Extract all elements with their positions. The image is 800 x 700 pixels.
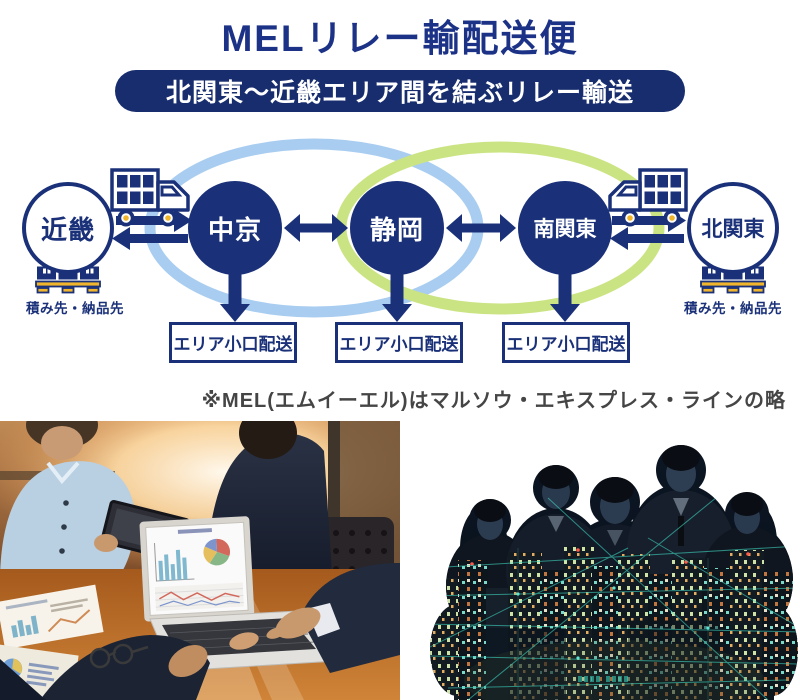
node-shizuoka: 静岡 [350,181,444,275]
arrow-minamikanto-down [550,268,580,322]
page-title: MELリレー輸配送便 [221,18,579,59]
typing-arm [229,563,400,673]
arrow-kitakanto-to-minamikanto [610,227,684,250]
node-kita-kanto: 北関東 [687,182,779,274]
node-minami-kanto-label: 南関東 [533,218,597,241]
node-chukyo-label: 中京 [207,214,262,245]
arrow-chukyo-shizuoka [284,214,348,242]
document-chart-paper [0,584,104,650]
arrow-chukyo-down [220,268,250,322]
foreground-arm [0,635,210,700]
delivery-box-label: エリア小口配送 [339,335,459,354]
grid-node-dots [516,586,710,660]
meeting-photo [0,421,400,700]
team-photo [428,428,800,700]
node-chukyo: 中京 [188,181,282,275]
banner-pill: 北関東〜近畿エリア間を結ぶリレー輸送 [115,70,685,112]
laptop [139,516,255,622]
team-photo-art [430,445,798,700]
banner-text: 北関東〜近畿エリア間を結ぶリレー輸送 [165,79,634,107]
meeting-photo-art [0,421,400,700]
delivery-box-label: エリア小口配送 [173,335,293,354]
node-kinki-label: 近畿 [40,214,95,245]
truck-icon-left [110,168,190,227]
arrow-kinki-to-chukyo [116,209,192,232]
node-shizuoka-label: 静岡 [369,214,424,245]
eyeglasses-icon [89,643,149,669]
endpoint-caption-right: 積み先・納品先 [684,301,782,316]
node-kinki: 近畿 [22,182,114,274]
digital-readout [578,676,628,682]
node-kita-kanto-label: 北関東 [701,218,765,241]
note-text: ※MEL(エムイーエル)はマルソウ・エキスプレス・ラインの略 [201,390,786,412]
delivery-box-minami-kanto: エリア小口配送 [502,322,630,363]
node-minami-kanto: 南関東 [518,181,612,275]
delivery-box-chukyo: エリア小口配送 [169,322,297,363]
arrow-chukyo-to-kinki [112,227,188,250]
delivery-box-label: エリア小口配送 [506,335,626,354]
arrow-shizuoka-minamikanto [446,214,516,242]
delivery-box-shizuoka: エリア小口配送 [335,322,463,363]
arrow-shizuoka-down [382,268,412,322]
endpoint-caption-left: 積み先・納品先 [26,301,124,316]
truck-icon-right [608,168,688,227]
